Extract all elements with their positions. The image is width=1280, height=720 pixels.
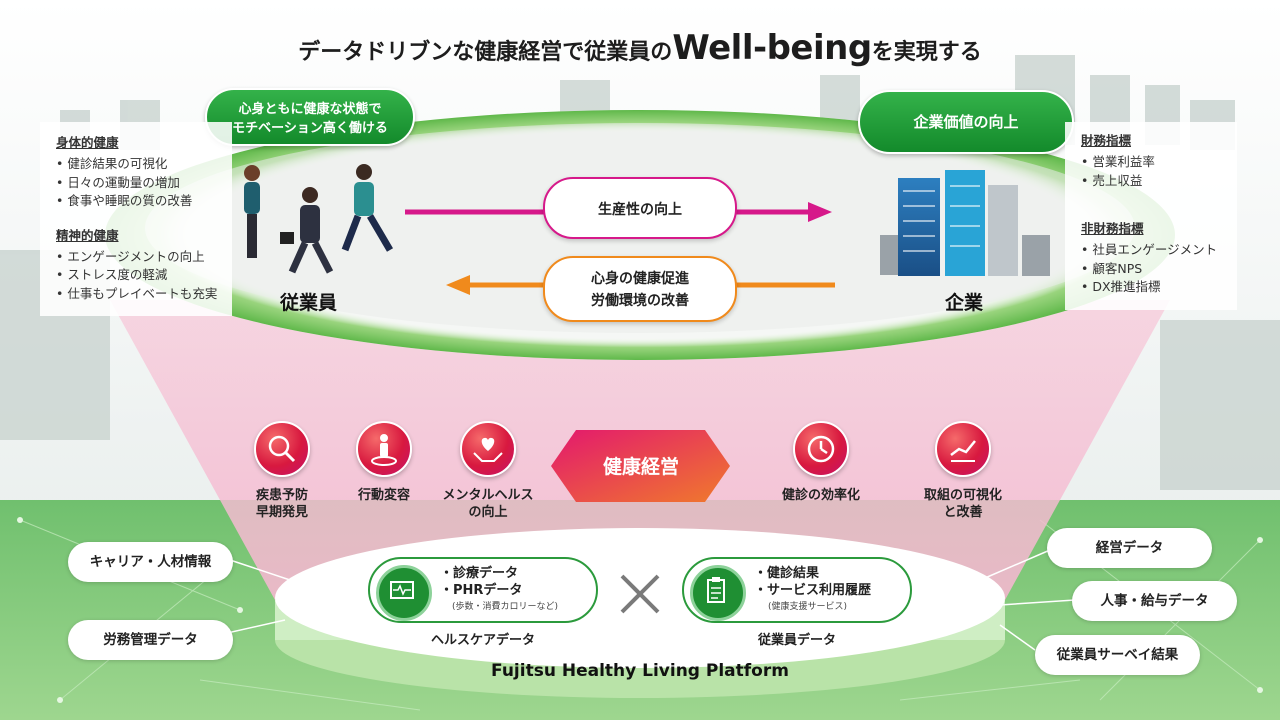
magnifier-icon bbox=[254, 421, 310, 477]
feature-line1: 行動変容 bbox=[357, 488, 410, 503]
list-item: 健診結果の可視化 bbox=[56, 155, 232, 174]
feature-line1: 健診の効率化 bbox=[781, 488, 860, 503]
company-bubble: 企業価値の向上 bbox=[858, 90, 1074, 154]
employee-bubble-line1: 心身ともに健康な状態で bbox=[238, 102, 382, 117]
list-item: 仕事もプレイベートも充実 bbox=[56, 285, 232, 304]
employees-illustration bbox=[244, 164, 394, 274]
management-data-pill: 経営データ bbox=[1047, 528, 1212, 568]
list-item: ・サービス利用履歴 bbox=[754, 583, 872, 598]
list-item: DX推進指標 bbox=[1081, 278, 1237, 297]
center-hexagon bbox=[551, 430, 730, 502]
employee-data-note: (健康支援サービス) bbox=[768, 602, 848, 612]
feature-prevention: 疾患予防 早期発見 bbox=[232, 421, 332, 521]
line-chart-icon bbox=[935, 421, 991, 477]
center-label: 健康経営 bbox=[602, 456, 679, 478]
mental-health-heading: 精神的健康 bbox=[56, 227, 119, 243]
feature-mental: メンタルヘルス の向上 bbox=[428, 421, 548, 521]
productivity-pill: 生産性の向上 bbox=[543, 177, 737, 239]
employee-bubble-line2: モチベーション高く働ける bbox=[232, 121, 388, 136]
physical-health-list: 健診結果の可視化 日々の運動量の増加 食事や睡眠の質の改善 bbox=[56, 155, 232, 211]
feature-visualization: 取組の可視化 と改善 bbox=[908, 421, 1018, 521]
feature-line2: 早期発見 bbox=[255, 505, 308, 520]
employee-data-card: ・健診結果 ・サービス利用履歴 (健康支援サービス) bbox=[682, 557, 912, 623]
heart-hands-icon bbox=[460, 421, 516, 477]
list-item: エンゲージメントの向上 bbox=[56, 248, 232, 267]
employee-data-label: 従業員データ bbox=[757, 633, 836, 648]
list-item: 営業利益率 bbox=[1081, 153, 1237, 172]
health-promotion-line1: 心身の健康促進 bbox=[591, 271, 689, 287]
nonfinancial-heading: 非財務指標 bbox=[1081, 221, 1144, 236]
title-emphasis: Well-being bbox=[672, 28, 872, 68]
list-item: ・診療データ bbox=[440, 566, 519, 581]
mental-health-list: エンゲージメントの向上 ストレス度の軽減 仕事もプレイベートも充実 bbox=[56, 248, 232, 304]
feature-behavior: 行動変容 bbox=[334, 421, 434, 504]
person-target-icon bbox=[356, 421, 412, 477]
multiply-icon bbox=[620, 574, 660, 614]
monitor-heartbeat-icon bbox=[376, 565, 432, 621]
list-item: ・PHRデータ bbox=[440, 583, 523, 598]
title-suffix: を実現する bbox=[871, 40, 982, 65]
career-data-pill: キャリア・人材情報 bbox=[68, 542, 233, 582]
list-item: 食事や睡眠の質の改善 bbox=[56, 192, 232, 211]
title-prefix: データドリブンな健康経営で従業員の bbox=[298, 40, 673, 65]
health-promotion-pill: 心身の健康促進 労働環境の改善 bbox=[543, 256, 737, 322]
healthcare-data-card: ・診療データ ・PHRデータ (歩数・消費カロリーなど) bbox=[368, 557, 598, 623]
list-item: 売上収益 bbox=[1081, 172, 1237, 191]
healthcare-data-label: ヘルスケアデータ bbox=[430, 633, 535, 648]
employee-survey-pill: 従業員サーベイ結果 bbox=[1035, 635, 1200, 675]
list-item: ・健診結果 bbox=[754, 566, 820, 581]
feature-line1: メンタルヘルス bbox=[442, 488, 534, 503]
nonfinancial-list: 社員エンゲージメント 顧客NPS DX推進指標 bbox=[1081, 241, 1237, 297]
labor-data-pill: 労務管理データ bbox=[68, 620, 233, 660]
feature-line2: と改善 bbox=[943, 505, 983, 520]
clipboard-icon bbox=[690, 565, 746, 621]
list-item: ストレス度の軽減 bbox=[56, 266, 232, 285]
feature-line1: 取組の可視化 bbox=[923, 488, 1002, 503]
healthcare-note: (歩数・消費カロリーなど) bbox=[452, 602, 559, 612]
employee-bubble: 心身ともに健康な状態で モチベーション高く働ける bbox=[205, 88, 415, 146]
company-indicators-box: 財務指標 営業利益率 売上収益 非財務指標 社員エンゲージメント 顧客NPS D… bbox=[1065, 122, 1237, 310]
employee-health-box: 身体的健康 健診結果の可視化 日々の運動量の増加 食事や睡眠の質の改善 精神的健… bbox=[40, 122, 232, 316]
list-item: 日々の運動量の増加 bbox=[56, 174, 232, 193]
hr-payroll-data-pill: 人事・給与データ bbox=[1072, 581, 1237, 621]
buildings-illustration bbox=[880, 170, 1050, 276]
healthcare-items: ・診療データ ・PHRデータ (歩数・消費カロリーなど) bbox=[440, 565, 558, 616]
page-title: データドリブンな健康経営で従業員のWell-beingを実現する bbox=[0, 28, 1280, 68]
health-promotion-line2: 労働環境の改善 bbox=[591, 293, 689, 309]
company-label: 企業 bbox=[945, 292, 984, 314]
physical-health-heading: 身体的健康 bbox=[56, 135, 119, 150]
employee-label: 従業員 bbox=[280, 292, 338, 314]
financial-heading: 財務指標 bbox=[1081, 133, 1132, 148]
employee-data-items: ・健診結果 ・サービス利用履歴 (健康支援サービス) bbox=[754, 565, 871, 616]
feature-efficiency: 健診の効率化 bbox=[766, 421, 876, 504]
feature-line1: 疾患予防 bbox=[255, 488, 308, 503]
list-item: 社員エンゲージメント bbox=[1081, 241, 1237, 260]
feature-line2: の向上 bbox=[468, 505, 508, 520]
platform-label: Fujitsu Healthy Living Platform bbox=[491, 661, 789, 681]
list-item: 顧客NPS bbox=[1081, 260, 1237, 279]
clock-icon bbox=[793, 421, 849, 477]
financial-list: 営業利益率 売上収益 bbox=[1081, 153, 1237, 190]
